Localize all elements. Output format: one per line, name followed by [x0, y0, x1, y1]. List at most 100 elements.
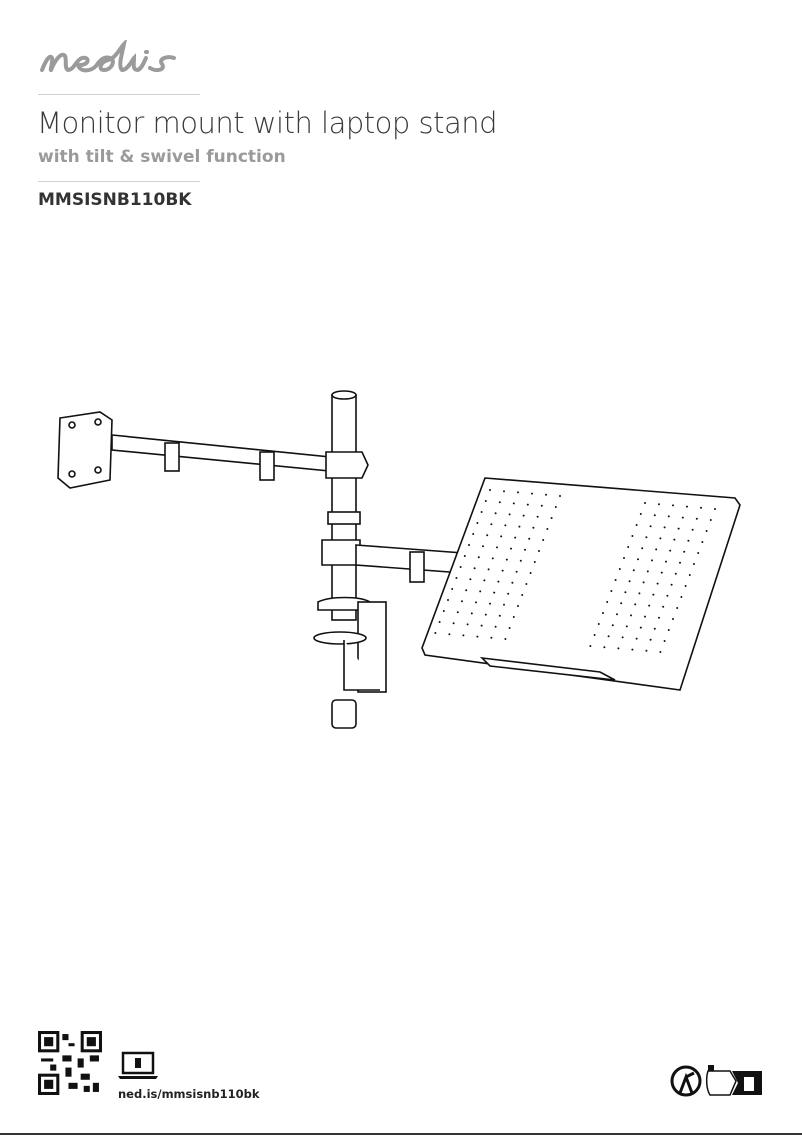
tray-hole: [470, 612, 473, 615]
tray-hole: [438, 621, 441, 623]
tray-hole: [607, 635, 610, 638]
tray-hole: [447, 599, 449, 601]
tray-hole: [637, 558, 639, 561]
tray-hole: [635, 524, 638, 526]
tray-hole: [442, 610, 445, 612]
tray-hole: [525, 583, 528, 585]
tray-hole: [644, 502, 646, 504]
tray-hole: [632, 569, 635, 572]
tray-hole: [504, 638, 507, 640]
tray-hole: [683, 550, 686, 553]
tray-hole: [533, 561, 536, 563]
tray-hole: [673, 538, 676, 541]
tray-hole: [645, 536, 648, 539]
tray-hole: [545, 493, 547, 496]
tray-hole: [620, 602, 623, 605]
tray-hole: [515, 570, 518, 573]
tray-hole: [670, 583, 673, 586]
tray-hole: [639, 626, 642, 629]
tray-hole: [691, 528, 694, 531]
tray-hole: [477, 556, 480, 559]
tray-hole: [538, 550, 540, 552]
page-title: Monitor mount with laptop stand: [37, 106, 498, 140]
tray-hole: [659, 537, 662, 540]
tray-hole: [709, 519, 712, 521]
tray-hole: [550, 517, 553, 519]
tray-hole: [434, 632, 437, 634]
tray-hole: [624, 591, 627, 594]
tray-hole: [491, 557, 494, 560]
tray-hole: [469, 578, 472, 581]
tray-hole: [473, 567, 476, 570]
divider: [38, 94, 200, 95]
tray-hole: [498, 501, 501, 504]
tray-hole: [665, 560, 667, 563]
tray-hole: [519, 559, 522, 562]
tray-hole: [500, 535, 503, 538]
tray-hole: [695, 517, 698, 520]
tray-hole: [649, 638, 652, 641]
tray-hole: [472, 533, 475, 535]
tray-hole: [653, 514, 656, 517]
tray-hole: [498, 614, 501, 617]
tray-hole: [659, 651, 662, 653]
tray-hole: [606, 601, 609, 603]
tray-hole: [611, 624, 614, 627]
tray-hole: [667, 515, 670, 518]
tray-hole: [452, 622, 455, 625]
tray-hole: [621, 636, 624, 639]
tray-hole: [658, 503, 660, 506]
tray-hole: [641, 547, 644, 550]
tray-hole: [501, 569, 504, 572]
tray-hole: [630, 614, 632, 617]
tray-hole: [618, 568, 621, 570]
divider: [38, 181, 200, 182]
tray-hole: [638, 592, 641, 595]
tray-hole: [490, 636, 493, 639]
tray-hole: [631, 648, 634, 651]
tray-hole: [639, 513, 642, 515]
tray-hole: [508, 513, 511, 516]
tray-hole: [603, 646, 606, 649]
tray-hole: [482, 545, 484, 548]
tray-hole: [627, 546, 630, 548]
tray-hole: [479, 590, 482, 593]
tray-hole: [456, 611, 459, 614]
tray-hole: [656, 582, 659, 585]
tray-hole: [461, 600, 463, 603]
tray-hole: [666, 594, 669, 597]
tray-hole: [642, 581, 645, 584]
tray-hole: [674, 572, 677, 575]
tray-hole: [484, 613, 487, 616]
tray-hole: [645, 649, 648, 652]
page-subtitle: with tilt & swivel function: [38, 147, 286, 167]
tray-hole: [687, 539, 690, 542]
tray-hole: [531, 492, 533, 495]
tray-hole: [628, 580, 631, 583]
tray-hole: [631, 535, 634, 537]
model-number: MMSISNB110BK: [38, 190, 192, 210]
tray-hole: [655, 548, 658, 551]
tray-hole: [475, 601, 477, 604]
tray-hole: [679, 561, 681, 564]
tray-hole: [524, 548, 526, 551]
tray-hole: [672, 618, 674, 620]
tray-hole: [714, 508, 716, 510]
tray-hole: [494, 625, 497, 628]
tray-hole: [468, 544, 470, 546]
tray-hole: [669, 549, 672, 552]
tray-hole: [480, 624, 483, 627]
tray-hole: [697, 552, 700, 554]
tray-hole: [589, 645, 592, 647]
tray-hole: [660, 571, 663, 574]
tray-hole: [684, 585, 687, 587]
tray-hole: [625, 625, 628, 628]
tray-hole: [486, 534, 489, 537]
tray-hole: [512, 616, 515, 618]
product-url[interactable]: ned.is/mmsisnb110bk: [118, 1087, 260, 1101]
tray-hole: [455, 577, 458, 579]
tray-hole: [517, 491, 519, 494]
tray-hole: [507, 592, 510, 595]
qr-code[interactable]: [38, 1031, 102, 1095]
tray-hole: [487, 568, 490, 571]
